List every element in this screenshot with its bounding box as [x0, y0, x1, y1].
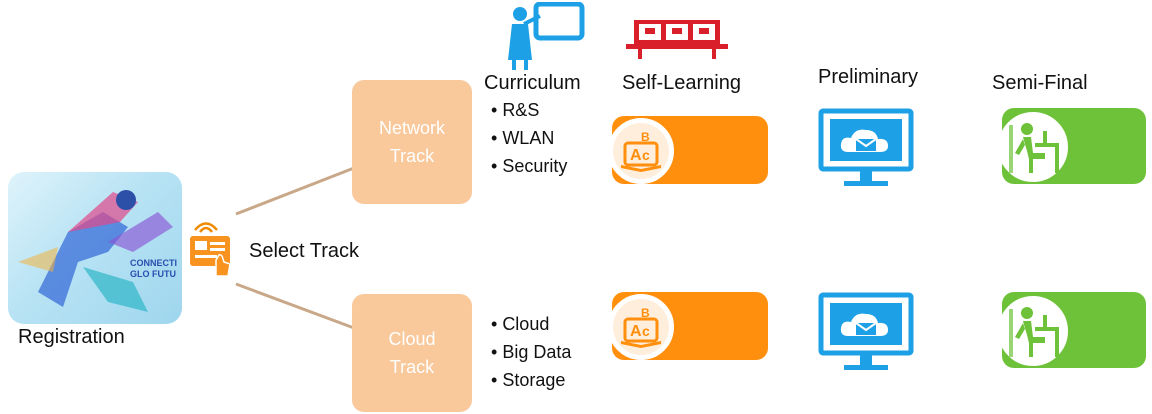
svg-text:B: B — [641, 130, 650, 144]
desk-worker-icon — [998, 112, 1068, 182]
cloud-track-box: Cloud Track — [352, 294, 472, 412]
preliminary-header: Preliminary — [818, 66, 919, 88]
topic-item: Security — [491, 152, 567, 180]
poster-text: CONNECTI GLO FUTU — [130, 258, 177, 279]
cloud-monitor-icon — [818, 292, 914, 376]
cloud-monitor-icon — [818, 108, 914, 192]
svg-text:B: B — [641, 306, 650, 320]
cloud-track-label: Cloud Track — [388, 329, 436, 377]
registration-label: Registration — [18, 326, 125, 348]
classroom-icon — [626, 18, 728, 60]
cloud-topics: Cloud Big Data Storage — [491, 310, 571, 394]
topic-item: Storage — [491, 366, 571, 394]
teacher-icon — [498, 2, 588, 72]
select-track-icon — [188, 220, 236, 280]
runner-image — [18, 190, 173, 312]
topic-item: R&S — [491, 96, 567, 124]
self-learning-header: Self-Learning — [622, 72, 741, 94]
topic-item: WLAN — [491, 124, 567, 152]
select-track-label: Select Track — [249, 240, 360, 262]
connector-network — [235, 166, 355, 216]
connector-cloud — [235, 282, 355, 330]
svg-text:c: c — [642, 147, 650, 163]
network-track-box: Network Track — [352, 80, 472, 204]
svg-text:c: c — [642, 323, 650, 339]
semi-final-header: Semi-Final — [992, 72, 1088, 94]
topic-item: Cloud — [491, 310, 571, 338]
network-topics: R&S WLAN Security — [491, 96, 567, 180]
topic-item: Big Data — [491, 338, 571, 366]
registration-poster: CONNECTI GLO FUTU — [8, 172, 182, 324]
desk-worker-icon — [998, 296, 1068, 366]
abc-book-icon: A c B — [608, 118, 674, 184]
svg-text:A: A — [630, 323, 642, 340]
abc-book-icon: A c B — [608, 294, 674, 360]
svg-text:A: A — [630, 147, 642, 164]
network-track-label: Network Track — [378, 118, 445, 166]
curriculum-header: Curriculum — [484, 72, 581, 94]
